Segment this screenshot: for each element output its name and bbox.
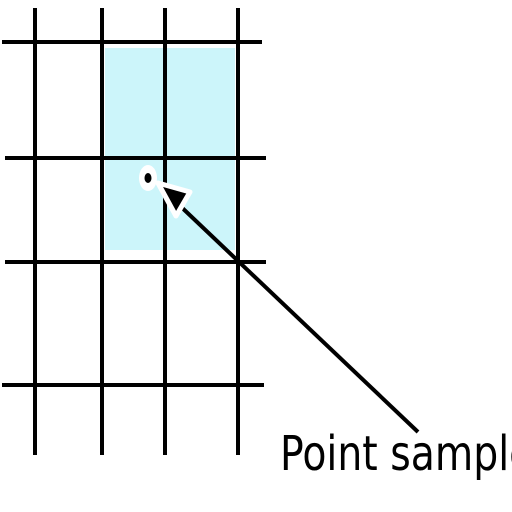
highlighted-pixel-region (105, 48, 235, 250)
arrowhead (155, 180, 193, 219)
arrow-shaft (174, 200, 420, 434)
point-sample-label: Point sample (280, 426, 512, 482)
sample-point-dot (144, 173, 152, 183)
